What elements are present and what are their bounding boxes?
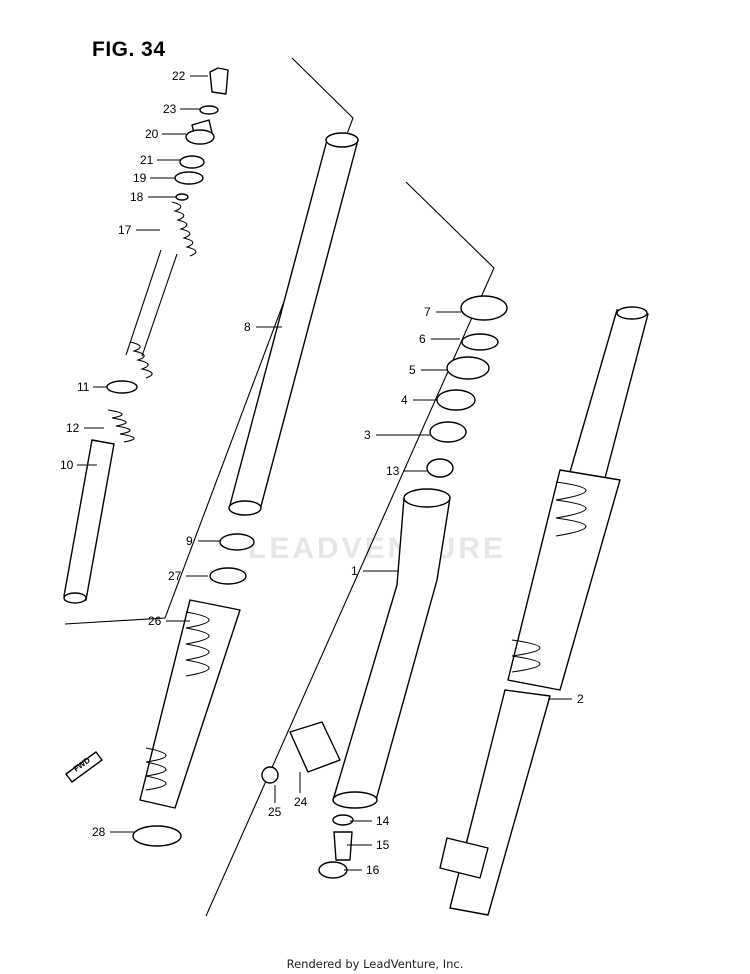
callout-23: 23 [163, 102, 177, 116]
callout-25: 25 [268, 805, 282, 819]
callout-15: 15 [376, 838, 390, 852]
damper-rod-assembly [63, 67, 229, 604]
callout-1: 1 [351, 564, 358, 578]
callout-9: 9 [186, 534, 193, 548]
callout-6: 6 [419, 332, 426, 346]
guide-frame-center [205, 181, 495, 917]
callout-10: 10 [60, 458, 74, 472]
fork-assembly-right [439, 306, 649, 916]
guide-frame-left [64, 57, 354, 625]
footer-credit: Rendered by LeadVenture, Inc. [286, 957, 464, 971]
callout-13: 13 [386, 464, 400, 478]
callout-24: 24 [294, 795, 308, 809]
figure-title: FIG. 34 [92, 38, 166, 61]
outer-tube-left [261, 488, 451, 879]
callout-5: 5 [409, 363, 416, 377]
callout-19: 19 [133, 171, 147, 185]
callout-16: 16 [366, 863, 380, 877]
inner-tube-assembly [132, 132, 359, 847]
watermark: LEADVENTURE [248, 532, 507, 565]
callout-14: 14 [376, 814, 390, 828]
callout-11: 11 [77, 380, 90, 394]
callout-12: 12 [66, 421, 80, 435]
callout-labels: 22 23 20 21 19 18 17 11 12 10 8 9 27 26 … [60, 69, 584, 877]
callout-8: 8 [244, 320, 251, 334]
callout-28: 28 [92, 825, 106, 839]
callout-21: 21 [140, 153, 154, 167]
callout-17: 17 [118, 223, 132, 237]
leader-lines [77, 75, 572, 871]
seal-bushing-stack [426, 295, 508, 478]
callout-26: 26 [148, 614, 162, 628]
callout-2: 2 [577, 692, 584, 706]
fwd-arrow-icon: FWD [65, 751, 103, 783]
callout-7: 7 [424, 305, 431, 319]
callout-4: 4 [401, 393, 408, 407]
callout-22: 22 [172, 69, 186, 83]
callout-3: 3 [364, 428, 371, 442]
callout-20: 20 [145, 127, 159, 141]
callout-27: 27 [168, 569, 182, 583]
callout-18: 18 [130, 190, 144, 204]
